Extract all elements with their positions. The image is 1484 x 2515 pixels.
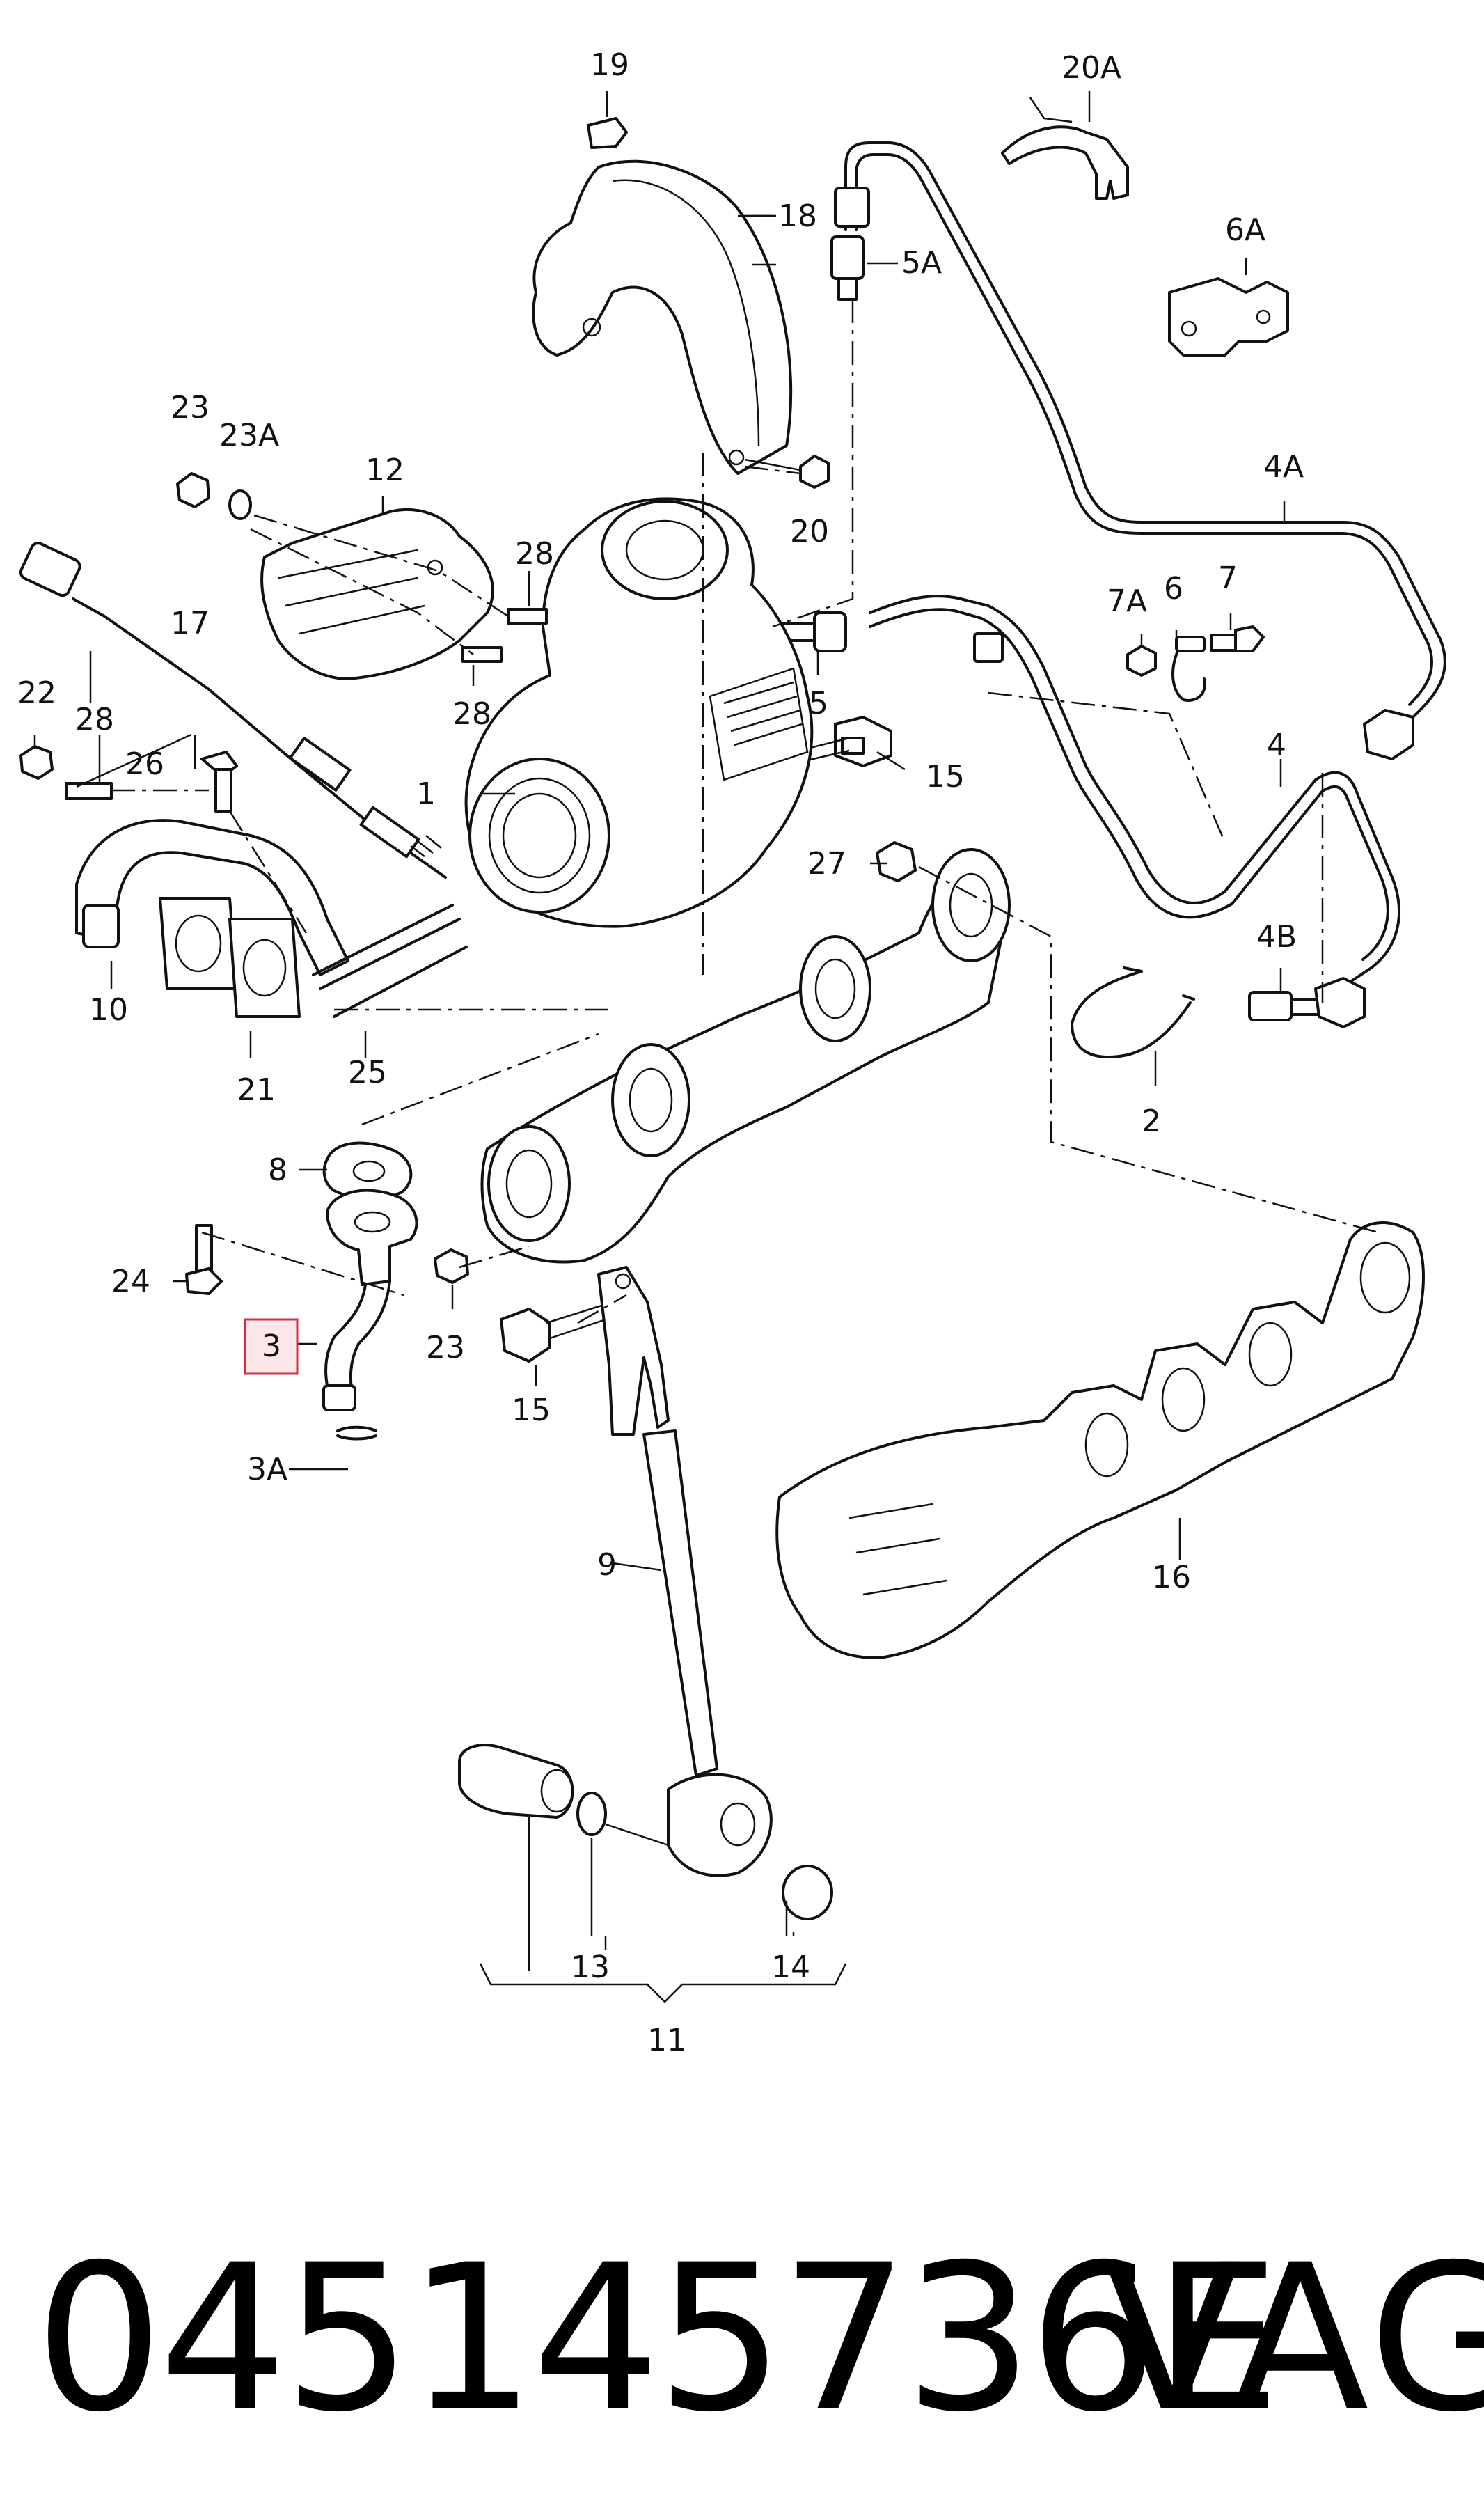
turbocharger-exploded-diagram: 19 18 20A 5A 6A 20 4A 23 23A 12 28 7A 6 … <box>17 47 1446 2058</box>
callout-13: 13 <box>571 1950 610 1985</box>
callout-17: 17 <box>171 606 210 641</box>
callout-24: 24 <box>111 1264 150 1299</box>
callout-6: 6 <box>1164 571 1183 606</box>
part-6-clamp <box>1171 636 1206 702</box>
part-5A-union <box>830 235 898 301</box>
callout-7A: 7A <box>1107 583 1147 619</box>
callout-5A: 5A <box>901 245 942 281</box>
part-4-oil-feed-pipe <box>869 595 1400 983</box>
callout-7: 7 <box>1218 561 1238 596</box>
part-number-footer: 045145736E VAG <box>0 2193 1484 2486</box>
exhaust-manifold <box>480 848 1011 1264</box>
callout-labels: 19 18 20A 5A 6A 20 4A 23 23A 12 28 7A 6 … <box>17 47 1304 2058</box>
callout-5: 5 <box>809 686 828 721</box>
callout-28-left: 28 <box>75 702 114 737</box>
callout-1: 1 <box>416 776 436 812</box>
part-24-bolt <box>185 1224 223 1295</box>
part-28-stud-middle <box>461 646 503 663</box>
part-4A-oil-feed-pipe <box>834 141 1446 760</box>
part-20-nut <box>744 455 830 489</box>
callout-23-lower: 23 <box>426 1330 465 1365</box>
part-14-seal-ring <box>782 1865 833 1920</box>
callout-19: 19 <box>590 47 629 83</box>
part-22-nut <box>19 745 54 780</box>
callout-3: 3 <box>262 1329 281 1364</box>
part-17-temperature-sensor <box>19 542 447 879</box>
callout-21: 21 <box>237 1072 276 1108</box>
part-2-clip <box>1071 966 1195 1058</box>
callout-3A: 3A <box>247 1452 287 1487</box>
callout-10: 10 <box>89 992 128 1028</box>
part-26-bolt <box>200 751 238 813</box>
callout-11: 11 <box>647 2023 686 2058</box>
callout-18: 18 <box>778 198 817 234</box>
callout-2: 2 <box>1142 1104 1161 1139</box>
part-18-heat-shield <box>532 159 793 475</box>
part-23-nut-upper <box>176 472 210 508</box>
part-7-bolt <box>1210 625 1265 652</box>
callout-22: 22 <box>17 675 56 711</box>
assembly-lines <box>111 299 1379 1324</box>
part-21-gasket <box>159 897 301 1018</box>
leader-lines <box>33 91 1286 1950</box>
part-number: 045145736E <box>35 2222 1281 2457</box>
part-3-pipe <box>322 1189 418 1411</box>
part-6A-bracket <box>1168 277 1289 357</box>
part-10-pipe <box>75 819 349 976</box>
callout-4: 4 <box>1267 728 1286 763</box>
callout-14: 14 <box>771 1950 810 1985</box>
part-28-stud-left <box>65 782 113 800</box>
part-9-oil-pipe <box>597 1266 773 1877</box>
part-1-turbocharger <box>464 497 814 928</box>
callout-15-lower: 15 <box>512 1393 551 1428</box>
callout-4A: 4A <box>1263 449 1304 485</box>
part-7A-nut <box>1126 645 1157 677</box>
highlight-box-part-3 <box>244 1318 299 1375</box>
callout-25: 25 <box>348 1055 387 1090</box>
part-4B-union <box>1248 977 1366 1028</box>
part-3A-seal <box>336 1425 377 1441</box>
callout-28-upper: 28 <box>515 536 554 572</box>
brand-name: VAG <box>1103 2222 1484 2457</box>
callout-15-upper: 15 <box>926 759 965 794</box>
part-19-cap-nut <box>587 91 628 149</box>
callout-23-upper: 23 <box>171 390 210 425</box>
callout-23A: 23A <box>219 418 279 453</box>
part-28-stud-upper <box>507 608 548 625</box>
part-20A-bracket <box>1001 97 1129 200</box>
callout-8: 8 <box>268 1152 287 1188</box>
part-11-banjo-bolt <box>458 1744 574 1819</box>
callout-6A: 6A <box>1225 212 1265 248</box>
callout-16: 16 <box>1152 1560 1191 1595</box>
callout-4B: 4B <box>1256 919 1297 955</box>
part-11-bracket <box>479 1817 847 2003</box>
part-12-heat-shield <box>260 508 494 680</box>
callout-26: 26 <box>125 746 164 782</box>
callout-12: 12 <box>365 453 404 488</box>
part-27-nut <box>876 841 917 882</box>
callout-28-middle: 28 <box>452 696 491 732</box>
part-13-seal-ring <box>576 1792 607 1836</box>
part-15-bolt-lower <box>500 1301 617 1363</box>
callout-9: 9 <box>597 1547 617 1583</box>
part-23-nut-lower <box>434 1248 469 1284</box>
callout-27: 27 <box>807 846 846 882</box>
part-16-gasket <box>775 1221 1425 1659</box>
callout-20: 20 <box>790 514 829 549</box>
callout-20A: 20A <box>1061 50 1121 86</box>
part-25-clip <box>312 904 468 1018</box>
part-23A-washer <box>228 489 252 520</box>
part-8-gasket <box>322 1141 413 1200</box>
